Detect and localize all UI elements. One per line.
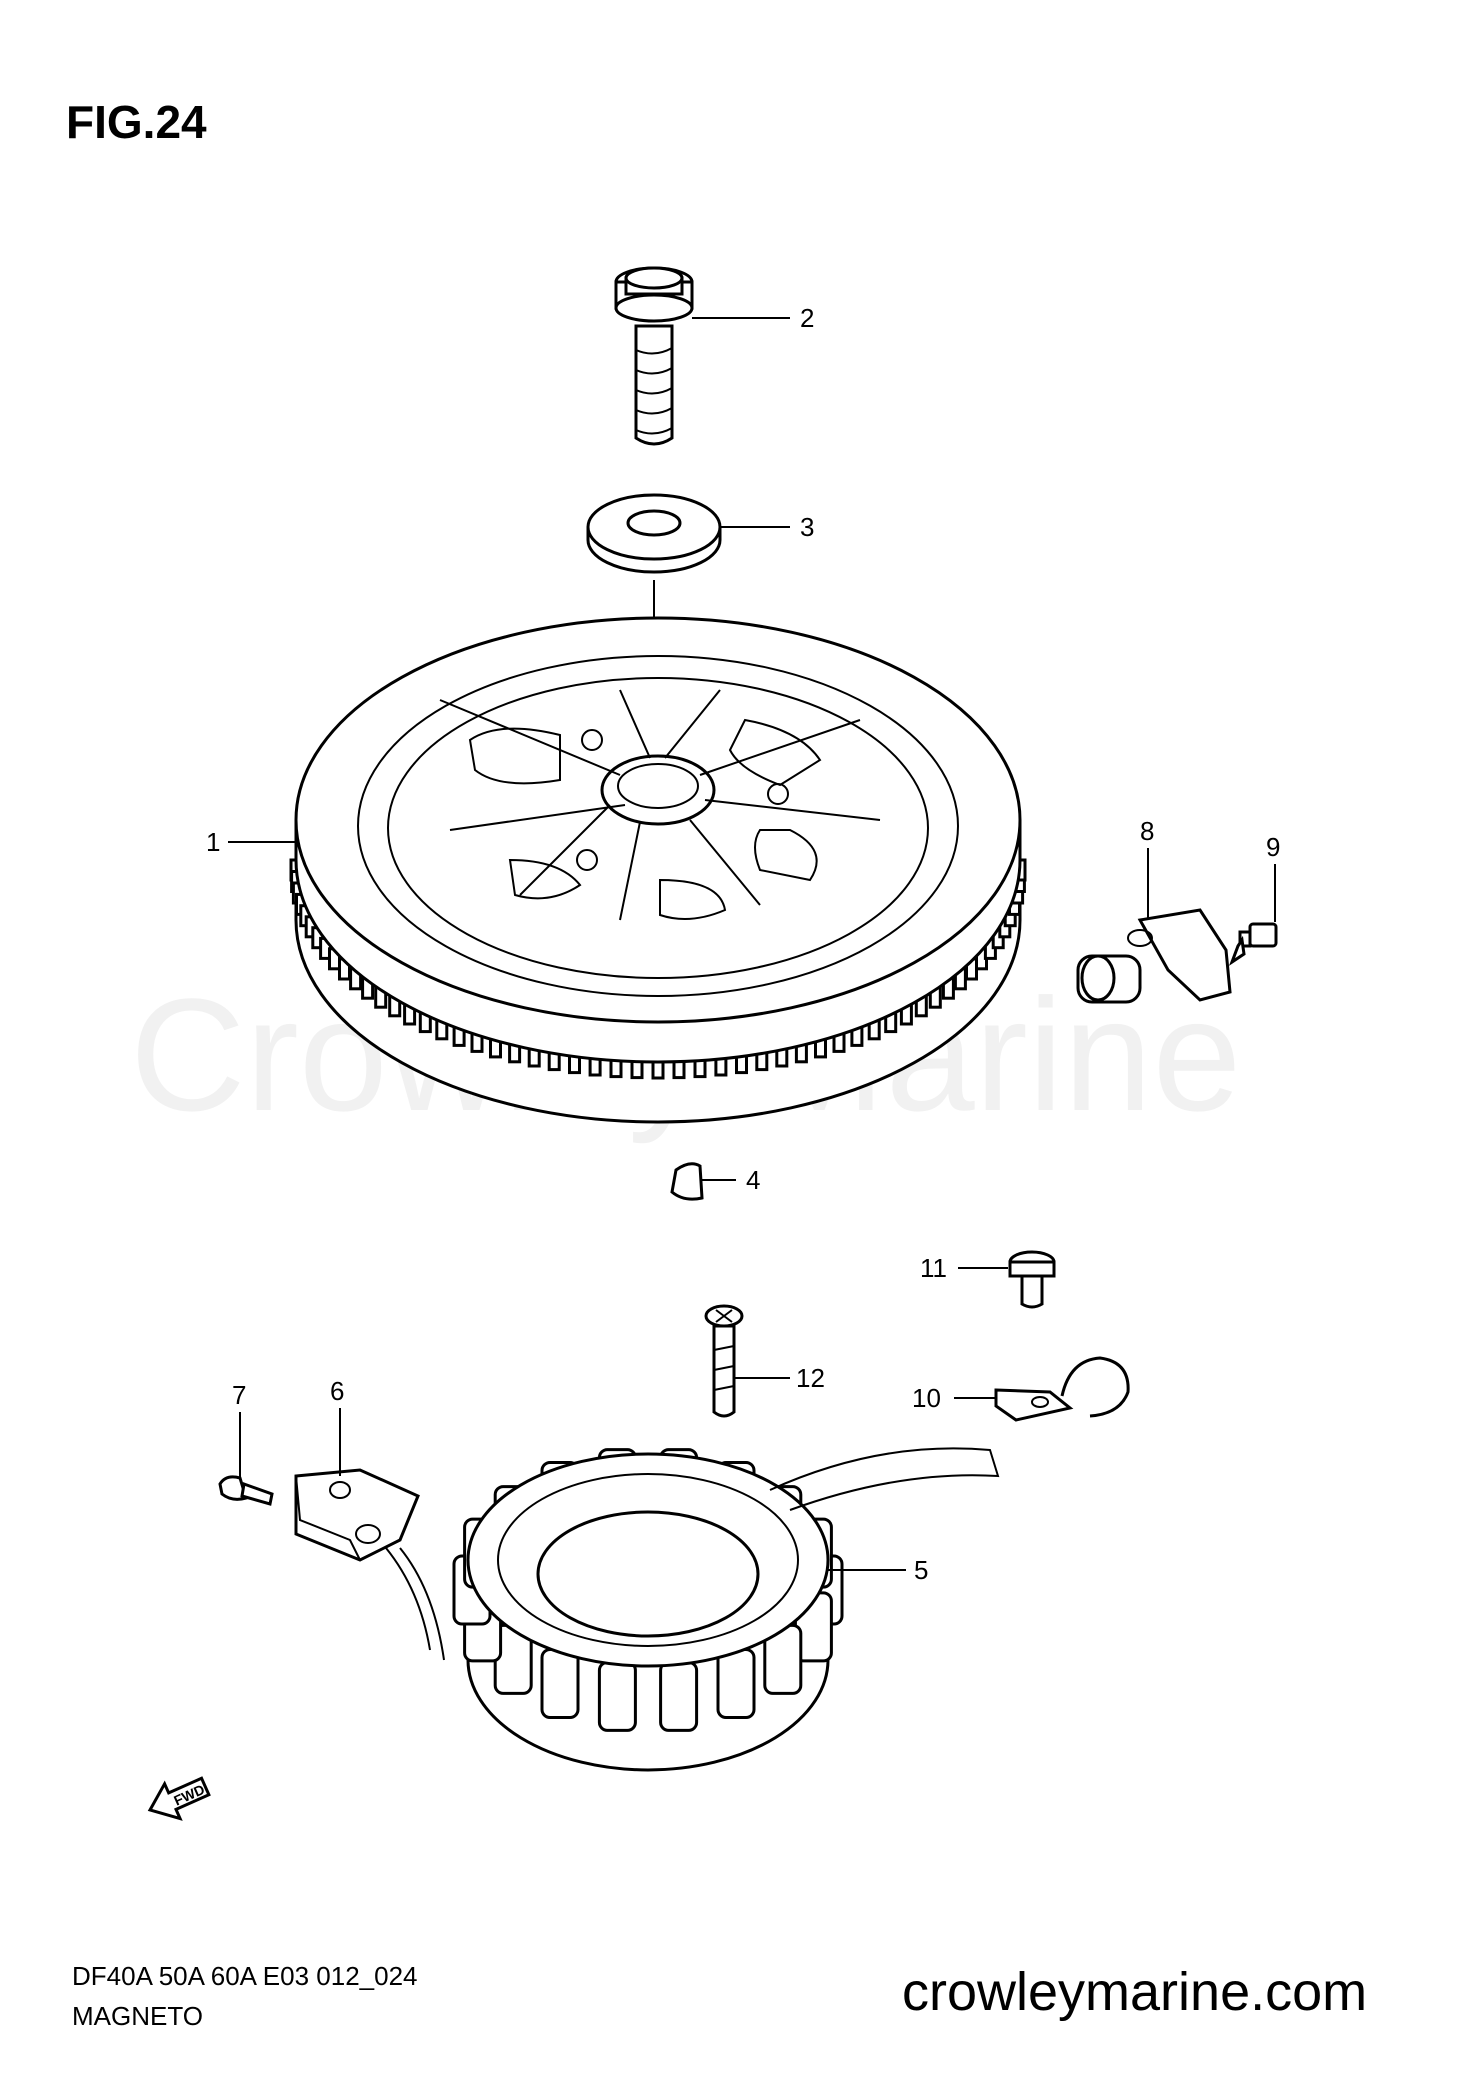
section-name: MAGNETO xyxy=(72,2001,203,2031)
clamp xyxy=(994,1356,1130,1422)
flywheel-bolt xyxy=(614,266,694,446)
callout-4: 4 xyxy=(746,1165,760,1195)
callout-7: 7 xyxy=(232,1380,246,1410)
callout-12: 12 xyxy=(796,1363,825,1393)
stator-coil xyxy=(716,1648,756,1719)
clamp-bolt xyxy=(1008,1250,1056,1309)
callout-5: 5 xyxy=(914,1555,928,1585)
stator-screw xyxy=(704,1304,744,1418)
callout-3: 3 xyxy=(800,512,814,542)
leader-lines xyxy=(228,317,1276,1571)
flywheel xyxy=(289,616,1027,1124)
stator-coil xyxy=(540,1648,580,1719)
figure-title: FIG.24 xyxy=(66,96,207,148)
callout-9: 9 xyxy=(1266,832,1280,862)
callout-2: 2 xyxy=(800,303,814,333)
callout-8: 8 xyxy=(1140,816,1154,846)
sensor-bolt xyxy=(1228,922,1278,966)
pulser-coil xyxy=(294,1468,445,1661)
forward-direction-arrow: FWD xyxy=(147,1776,211,1821)
washer xyxy=(586,493,722,574)
stator-coil xyxy=(659,1660,699,1732)
callout-numbers: 1 2 3 4 5 6 7 8 9 10 11 12 xyxy=(206,303,1280,1585)
website-url: crowleymarine.com xyxy=(902,1962,1367,2022)
model-code: DF40A 50A 60A E03 012_024 xyxy=(72,1961,418,1991)
callout-11: 11 xyxy=(920,1253,947,1283)
callout-6: 6 xyxy=(330,1376,344,1406)
key xyxy=(670,1162,704,1201)
stator-coil xyxy=(597,1660,637,1732)
stator xyxy=(452,1447,1000,1772)
pulser-screw xyxy=(218,1475,274,1506)
callout-10: 10 xyxy=(912,1383,941,1413)
sensor xyxy=(1076,908,1232,1004)
callout-1: 1 xyxy=(206,827,220,857)
